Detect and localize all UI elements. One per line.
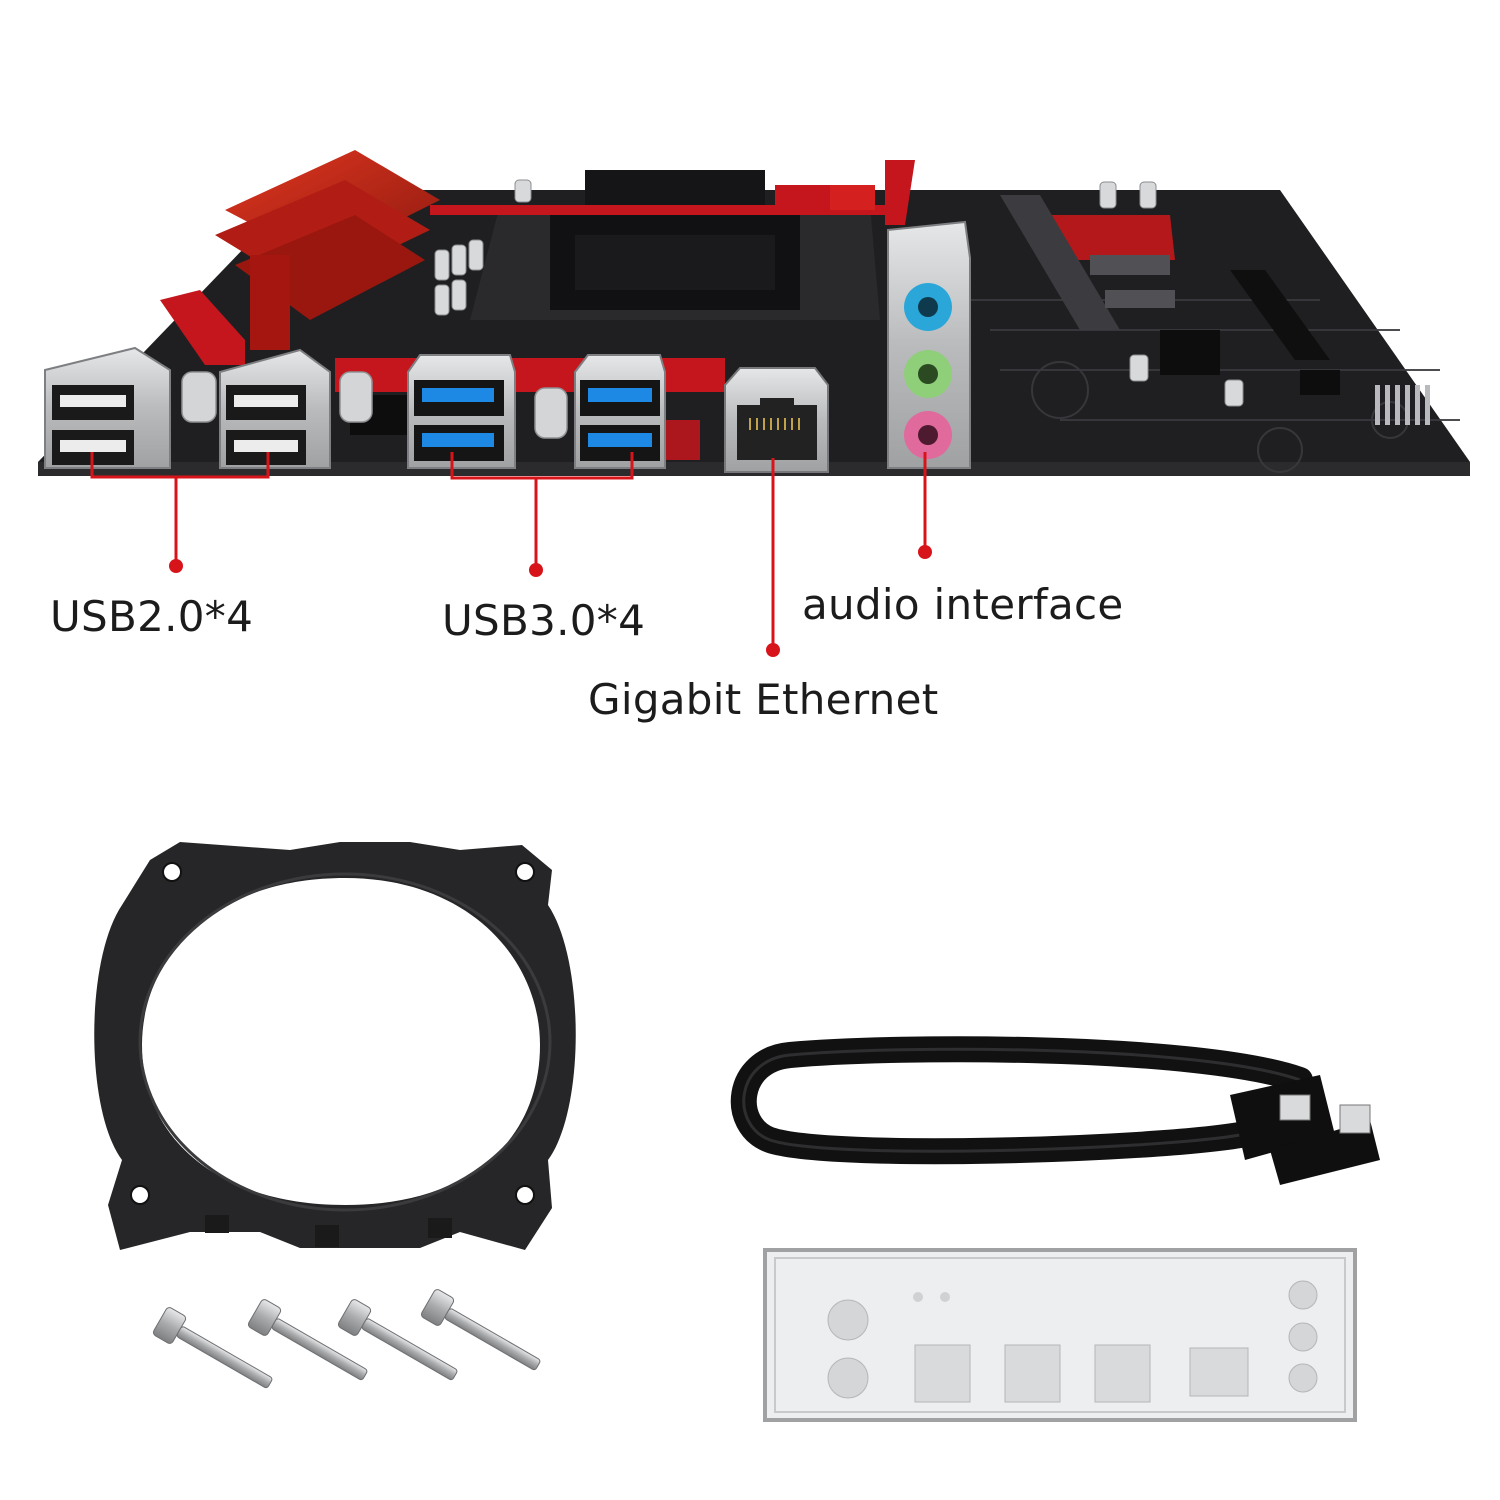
usb2-port-icon: [44, 346, 331, 469]
gigabit-ethernet-label: Gigabit Ethernet: [588, 675, 939, 724]
io-shield-icon: [763, 1248, 1357, 1422]
mounting-screw-icon: [152, 1289, 541, 1389]
usb2-label: USB2.0*4: [50, 592, 254, 641]
usb3-label: USB3.0*4: [442, 596, 646, 645]
motherboard-icon: [38, 150, 1470, 476]
callout-dots: [169, 545, 932, 657]
cooler-bracket-icon: [94, 842, 576, 1250]
usb3-port-icon: [407, 354, 666, 469]
audio-interface-label: audio interface: [802, 580, 1124, 629]
callout-leader-lines: [90, 452, 927, 650]
ethernet-port-icon: [724, 367, 829, 473]
audio-jack-icon: [887, 220, 971, 469]
sata-cable-icon: [730, 1036, 1380, 1185]
